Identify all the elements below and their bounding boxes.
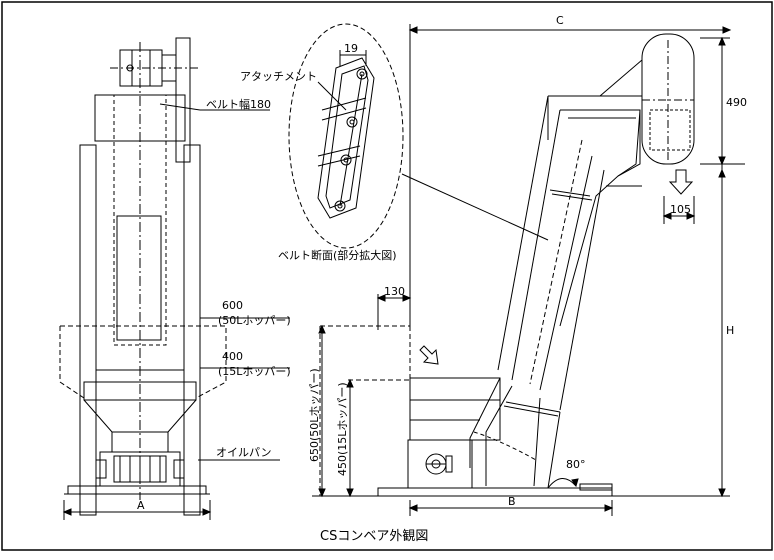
loading-arrow [419,345,439,365]
frame-border [1,1,773,551]
pin [356,68,368,80]
belt-section [317,57,375,219]
detail-leader [401,173,549,241]
dim-130-label: 130 [384,285,405,298]
oil-pan [67,485,207,495]
dim-b-label: B [508,495,516,508]
side-view [312,24,745,516]
oil-pan-label: オイルパン [216,446,272,459]
angle-label: 80° [566,458,586,471]
hopper-600-label: 600 [222,299,243,312]
front-window [116,215,162,341]
belt-detail [288,23,549,249]
dim-650-label: 650(50Lホッパー) [308,368,321,462]
right-frame [183,144,201,516]
dim-105-label: 105 [670,203,691,216]
upper-casing [559,109,641,327]
left-frame [79,144,97,516]
base-plate [377,487,613,497]
attachment-label: アタッチメント [240,70,317,83]
drive-head [641,33,695,165]
hopper-400-note: (15Lホッパー) [218,365,291,378]
pitch-label: 19 [344,42,358,55]
discharge-arrow [668,169,694,195]
hopper-400-label: 400 [222,350,243,363]
figure-caption: CSコンベア外観図 [320,529,428,544]
dim-h-label: H [726,324,734,337]
angle-arc [547,478,577,489]
detail-ellipse [288,23,404,249]
hopper-600-note: (50Lホッパー) [218,314,291,327]
dim-c-label: C [556,14,564,27]
belt-width-label: ベルト幅180 [206,98,271,111]
inclined-outer [497,95,549,371]
dim-a-label: A [137,499,145,512]
dim-490-label: 490 [726,96,747,109]
dim-450-label: 450(15Lホッパー) [336,382,349,476]
front-view [59,37,290,520]
motor-bracket [175,37,191,163]
belt-detail-title: ベルト断面(部分拡大図) [278,248,397,262]
hopper-15l [83,381,197,401]
hopper-50l [59,325,227,399]
